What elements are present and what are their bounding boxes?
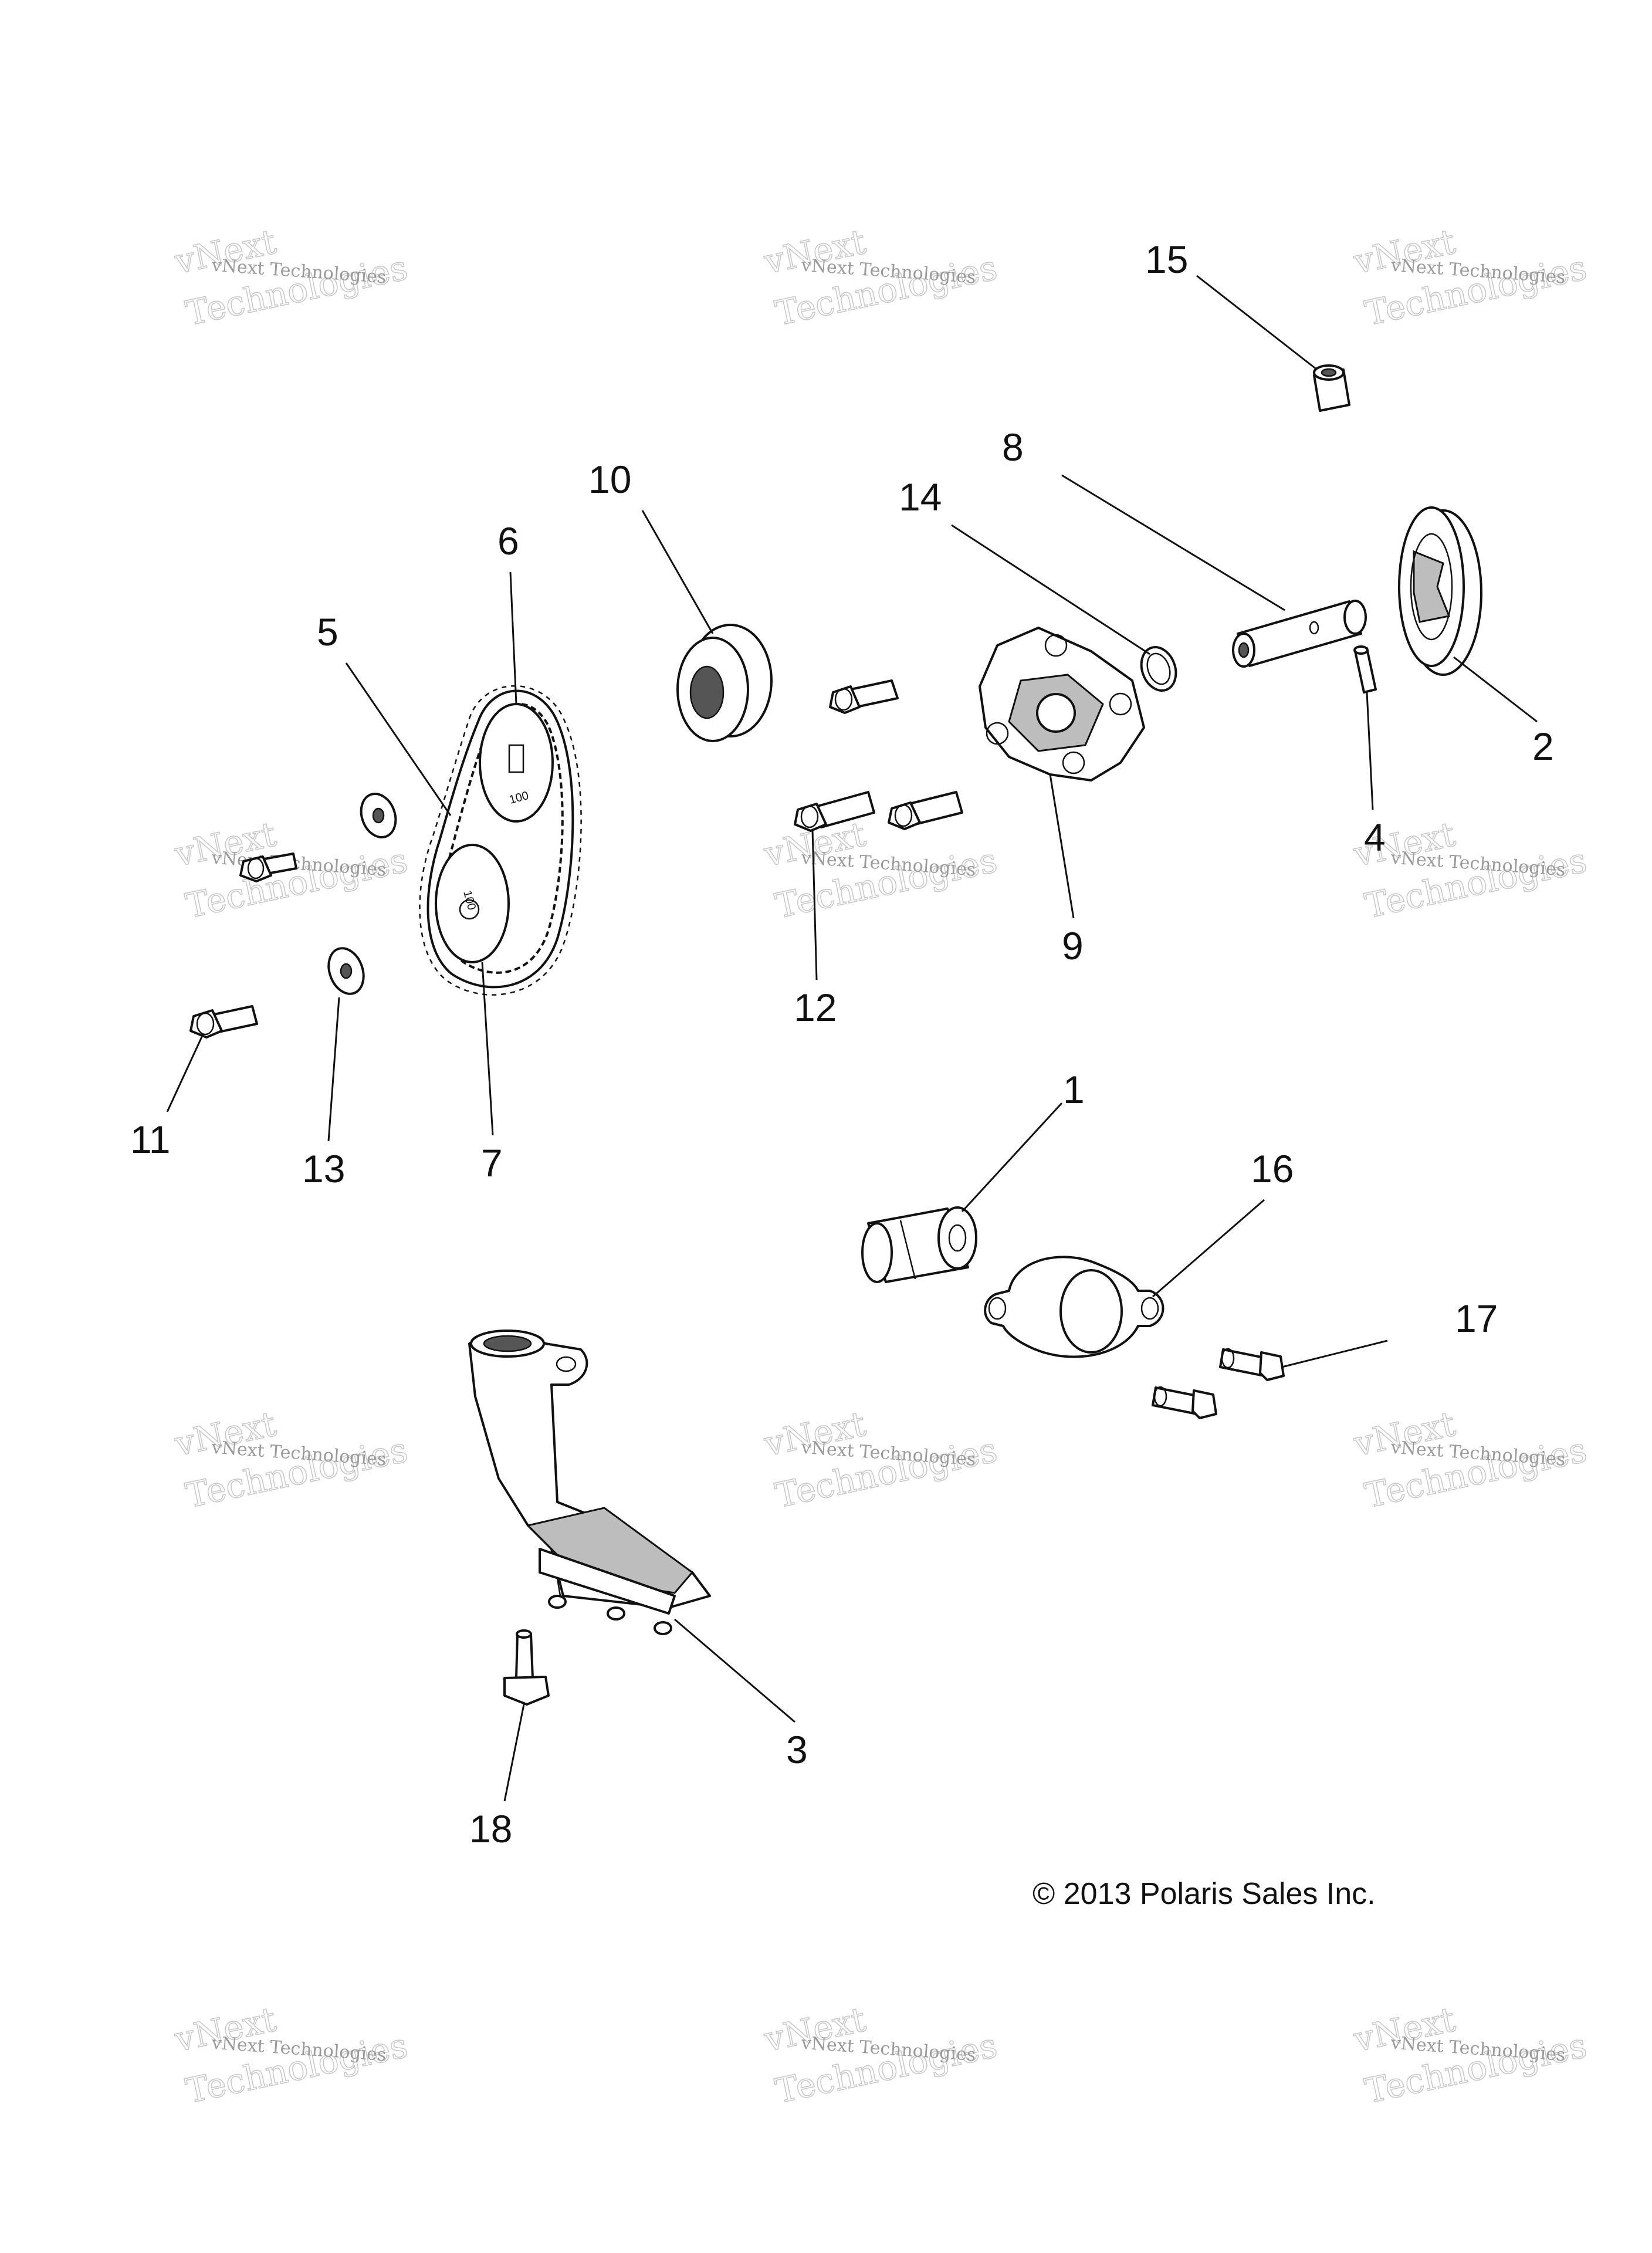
part-14-o-ring (1140, 646, 1177, 692)
callout-5: 5 (317, 610, 338, 654)
part-10-spacer-disc (676, 624, 773, 742)
part-12-flange-bolt (794, 791, 875, 832)
part-17-flange-bolt (1152, 1386, 1217, 1419)
part-6-drive-sprocket: 100 (479, 703, 554, 823)
part-17-flange-bolt (1219, 1348, 1285, 1381)
callout-14: 14 (899, 475, 942, 519)
copyright-notice: © 2013 Polaris Sales Inc. (1032, 1877, 1376, 1911)
callout-18: 18 (469, 1807, 512, 1851)
callout-17: 17 (1455, 1297, 1498, 1340)
callout-12: 12 (794, 986, 837, 1029)
part-15-bushing (1313, 364, 1350, 412)
callouts: 1 2 3 4 5 6 7 8 9 10 11 12 13 14 15 16 1… (130, 238, 1554, 1851)
part-13-washer (327, 947, 365, 995)
callout-9: 9 (1062, 924, 1084, 967)
callout-13: 13 (302, 1147, 345, 1190)
callout-7: 7 (481, 1141, 503, 1185)
leader-lines (166, 275, 1538, 1802)
part-16-tensioner (984, 1256, 1164, 1358)
callout-11: 11 (130, 1118, 171, 1161)
part-11-flange-bolt (189, 1005, 258, 1038)
callout-4: 4 (1364, 816, 1386, 859)
callout-8: 8 (1002, 425, 1024, 469)
part-9-oil-pump-housing (979, 627, 1145, 782)
part-7-driven-sprocket: 100 (435, 844, 510, 963)
part-3-oil-pickup (468, 1330, 711, 1635)
callout-16: 16 (1251, 1147, 1294, 1190)
callout-1: 1 (1063, 1068, 1085, 1111)
part-12-flange-bolt (829, 679, 899, 714)
part-12-flange-bolt (888, 791, 963, 830)
part-18-flange-bolt (503, 1629, 550, 1706)
callout-15: 15 (1145, 238, 1188, 281)
callout-3: 3 (786, 1728, 808, 1771)
flange-bolt (239, 853, 297, 882)
part-4-dowel-pin (1353, 645, 1377, 694)
watermarks: vNext Technologies vNext Technologies vN… (170, 221, 1590, 2112)
washer (360, 793, 397, 838)
part-2-pump-rotor (1398, 506, 1482, 676)
part-1-relief-valve (861, 1206, 977, 1283)
part-8-pump-shaft (1232, 600, 1367, 668)
callout-2: 2 (1532, 725, 1554, 768)
callout-10: 10 (588, 458, 631, 501)
callout-6: 6 (497, 519, 519, 563)
